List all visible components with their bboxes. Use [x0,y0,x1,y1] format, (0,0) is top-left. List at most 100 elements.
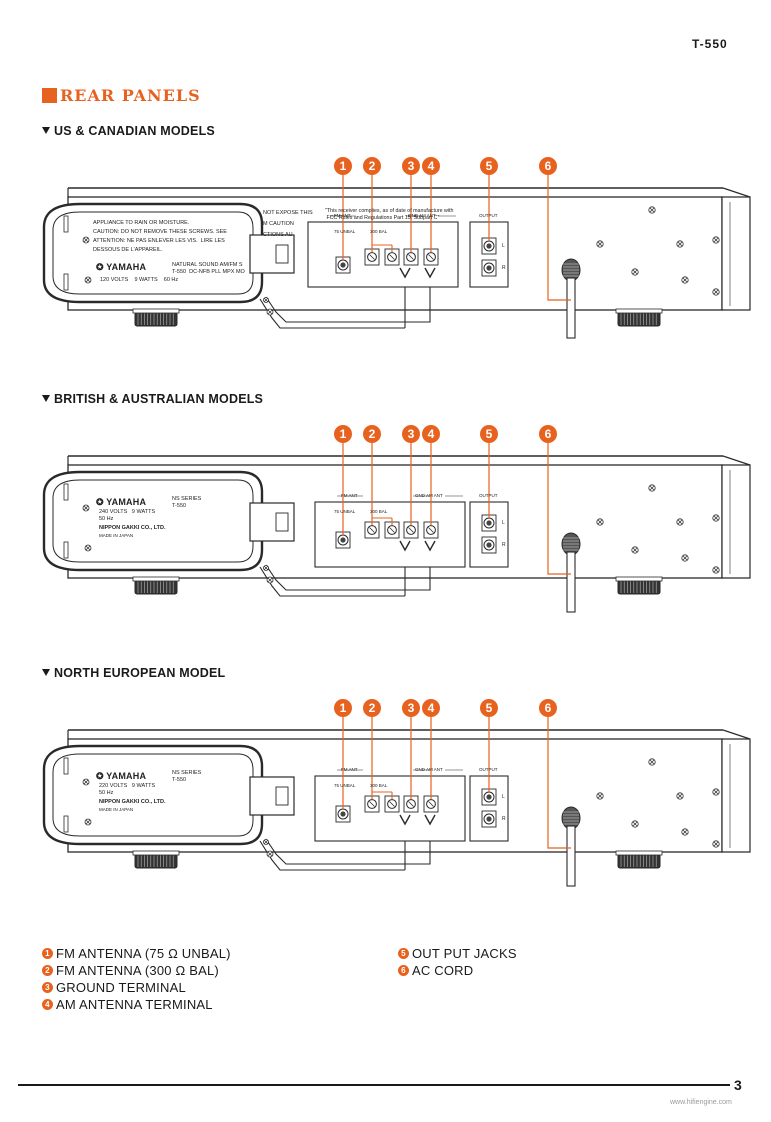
antenna-loop-inner [52,479,254,563]
rating-line: 50 Hz [99,790,114,796]
screw-icon [82,236,90,244]
antenna-wire [259,840,405,871]
am-antenna-terminal [423,248,439,266]
fm-ant-label: FM ANT [334,213,351,218]
rubber-foot [615,308,663,327]
gnd-am-ant-label: GND AM ANT [415,493,443,498]
output-l-label: L [502,794,505,800]
rear-panel-british-australian: ✪ YAMAHA NS SERIES T-550 240 VOLTS 9 WAT… [40,420,751,620]
cover-warning-text: APPLIANCE TO RAIN OR MOISTURE. CAUTION: … [93,219,227,255]
output-label: OUTPUT [479,493,498,498]
spade-lug-icon [399,267,411,279]
output-r-label: R [502,542,506,548]
screw-icon [648,758,656,766]
screw-icon [681,828,689,836]
legend-text: AM ANTENNA TERMINAL [56,997,213,1012]
rubber-foot [615,576,663,595]
cover-rating-label: ✪ YAMAHA [96,263,146,274]
rubber-foot [132,308,180,327]
rear-panel-north-european: ✪ YAMAHA NS SERIES T-550 220 VOLTS 9 WAT… [40,694,751,894]
bal-label: 300 BAL [370,229,388,234]
fm-300-ohm-terminal [364,248,380,266]
fcc-notice-text: "This receiver complies, as of date of m… [325,208,454,221]
fm-75-ohm-jack [335,805,351,823]
callout-dot-icon: 5 [398,948,409,959]
cover-voltage-text: 120 VOLTS 9 WATTS 60 Hz [100,277,179,283]
cover-rating-text: 220 VOLTS 9 WATTS 50 Hz [99,783,155,797]
triangle-bullet-icon [42,127,50,134]
ac-cord [566,825,576,887]
page-title: REAR PANELS [42,86,201,105]
chassis-corner [722,729,751,740]
antenna-wire [265,277,431,323]
callout-number-2: 2 [363,699,381,717]
cover-rating-text: 240 VOLTS 9 WATTS 50 Hz [99,509,155,523]
screw-icon [631,268,639,276]
loop-hinge-tab [275,786,289,806]
loop-slot [63,215,69,233]
callout-number-1: 1 [334,699,352,717]
screw-icon [596,792,604,800]
side-panel [721,738,751,853]
callout-number-3: 3 [402,157,420,175]
screw-icon [84,276,92,284]
screw-icon [84,544,92,552]
screw-icon [631,546,639,554]
callout-number-6: 6 [539,425,557,443]
series-line: T-550 [172,503,187,509]
cover-edge-text: NOT EXPOSE THIS M CAUTION CTIONS AU [263,208,313,241]
callout-number-4: 4 [422,699,440,717]
screw-icon [681,276,689,284]
model-code: T-550 [692,37,728,51]
rear-panel-drawing [42,716,751,887]
bal-label: 300 BAL [370,509,388,514]
screw-icon [712,566,720,574]
output-jack-block [469,775,509,842]
screw-icon [266,308,274,316]
output-l-label: L [502,243,505,249]
loop-hinge-tab [275,244,289,264]
screw-icon [676,518,684,526]
ground-terminal [403,521,419,539]
fm-300-ohm-terminal [384,248,400,266]
edge-line: CTIONS AU [263,232,293,238]
screw-icon [648,484,656,492]
rating-line: T-550 DC-NFB PLL MPX MO [172,269,245,275]
cover-line: APPLIANCE TO RAIN OR MOISTURE. [93,220,190,226]
legend-text: FM ANTENNA (75 Ω UNBAL) [56,946,231,961]
side-panel [721,464,751,579]
am-antenna-terminal [423,795,439,813]
screw-icon [263,565,269,571]
callout-dot-icon: 2 [42,965,53,976]
callout-number-3: 3 [402,699,420,717]
legend-text: GROUND TERMINAL [56,980,186,995]
cover-line: DESSOUS DE L'APPAREIL. [93,247,163,253]
screw-icon [712,514,720,522]
callout-number-4: 4 [422,157,440,175]
ac-cord [566,551,576,613]
antenna-wire [265,550,431,591]
unbal-label: 75 UNBAL [334,229,356,234]
cover-line: ATTENTION: NE PAS ENLEVER LES VIS. LIRE … [93,238,225,244]
output-jack-right [481,259,497,277]
cover-maker-text: NIPPON GAKKI CO., LTD. [99,525,166,531]
fm-300-ohm-terminal [384,521,400,539]
screw-icon [648,206,656,214]
output-r-label: R [502,816,506,822]
screw-icon [84,818,92,826]
screw-icon [681,554,689,562]
callout-number-4: 4 [422,425,440,443]
page-title-text: REAR PANELS [60,86,201,105]
edge-line: NOT EXPOSE THIS [263,210,313,216]
ground-terminal [403,795,419,813]
chassis-corner [722,455,751,466]
output-r-label: R [502,265,506,271]
section-label-text: NORTH EUROPEAN MODEL [54,666,226,680]
screw-icon [712,840,720,848]
output-jack-right [481,810,497,828]
cover-rating-text: NATURAL SOUND AM/FM S T-550 DC-NFB PLL M… [172,262,245,276]
